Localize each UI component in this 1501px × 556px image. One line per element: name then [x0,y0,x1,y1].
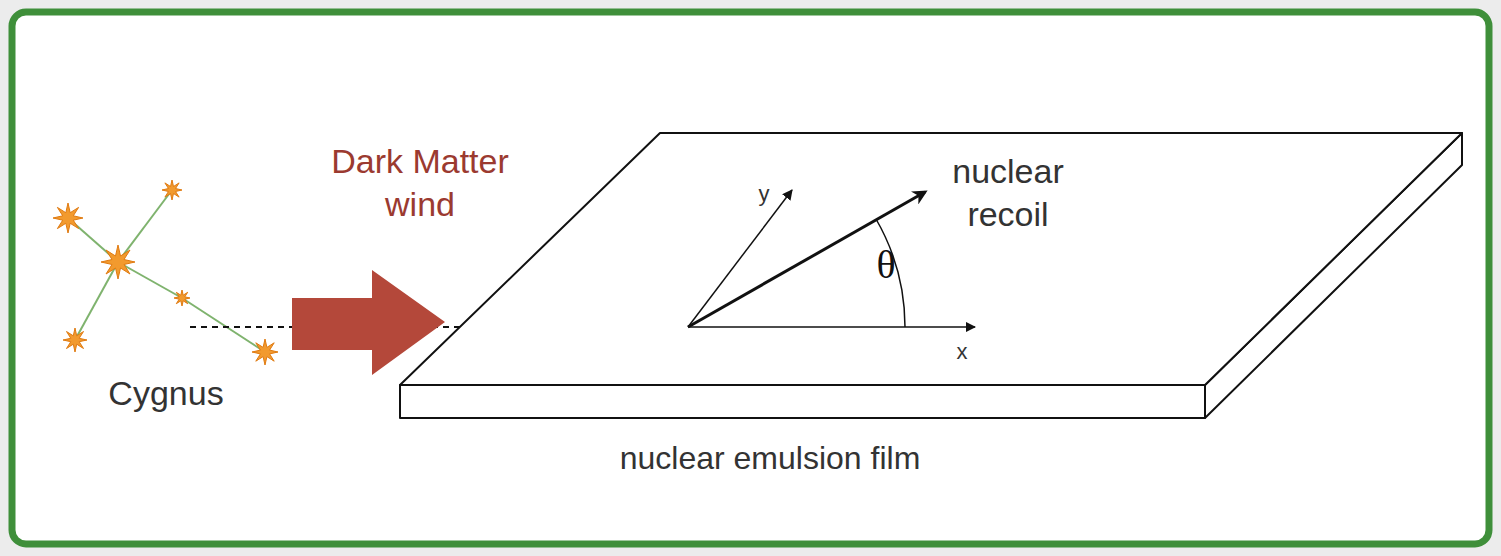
angle-arc [876,219,905,327]
star [162,180,182,200]
constellation [53,180,278,365]
axis-label: x [957,338,968,366]
star [252,339,278,365]
wind-arrow [292,270,445,375]
constellation-label: Cygnus [108,372,223,415]
x-axis [688,326,975,328]
star [174,290,190,306]
star [63,328,87,352]
recoil-label: nuclear recoil [928,150,1088,235]
wind-label: Dark Matter wind [320,140,520,225]
emulsion-film [400,133,1462,418]
film-label: nuclear emulsion film [620,438,921,478]
star [53,203,83,233]
angle-label: θ [876,240,895,290]
axis-label: y [759,180,770,208]
frame [12,12,1489,544]
recoil-arrow [688,192,925,327]
y-axis [688,190,792,327]
star [101,245,135,279]
